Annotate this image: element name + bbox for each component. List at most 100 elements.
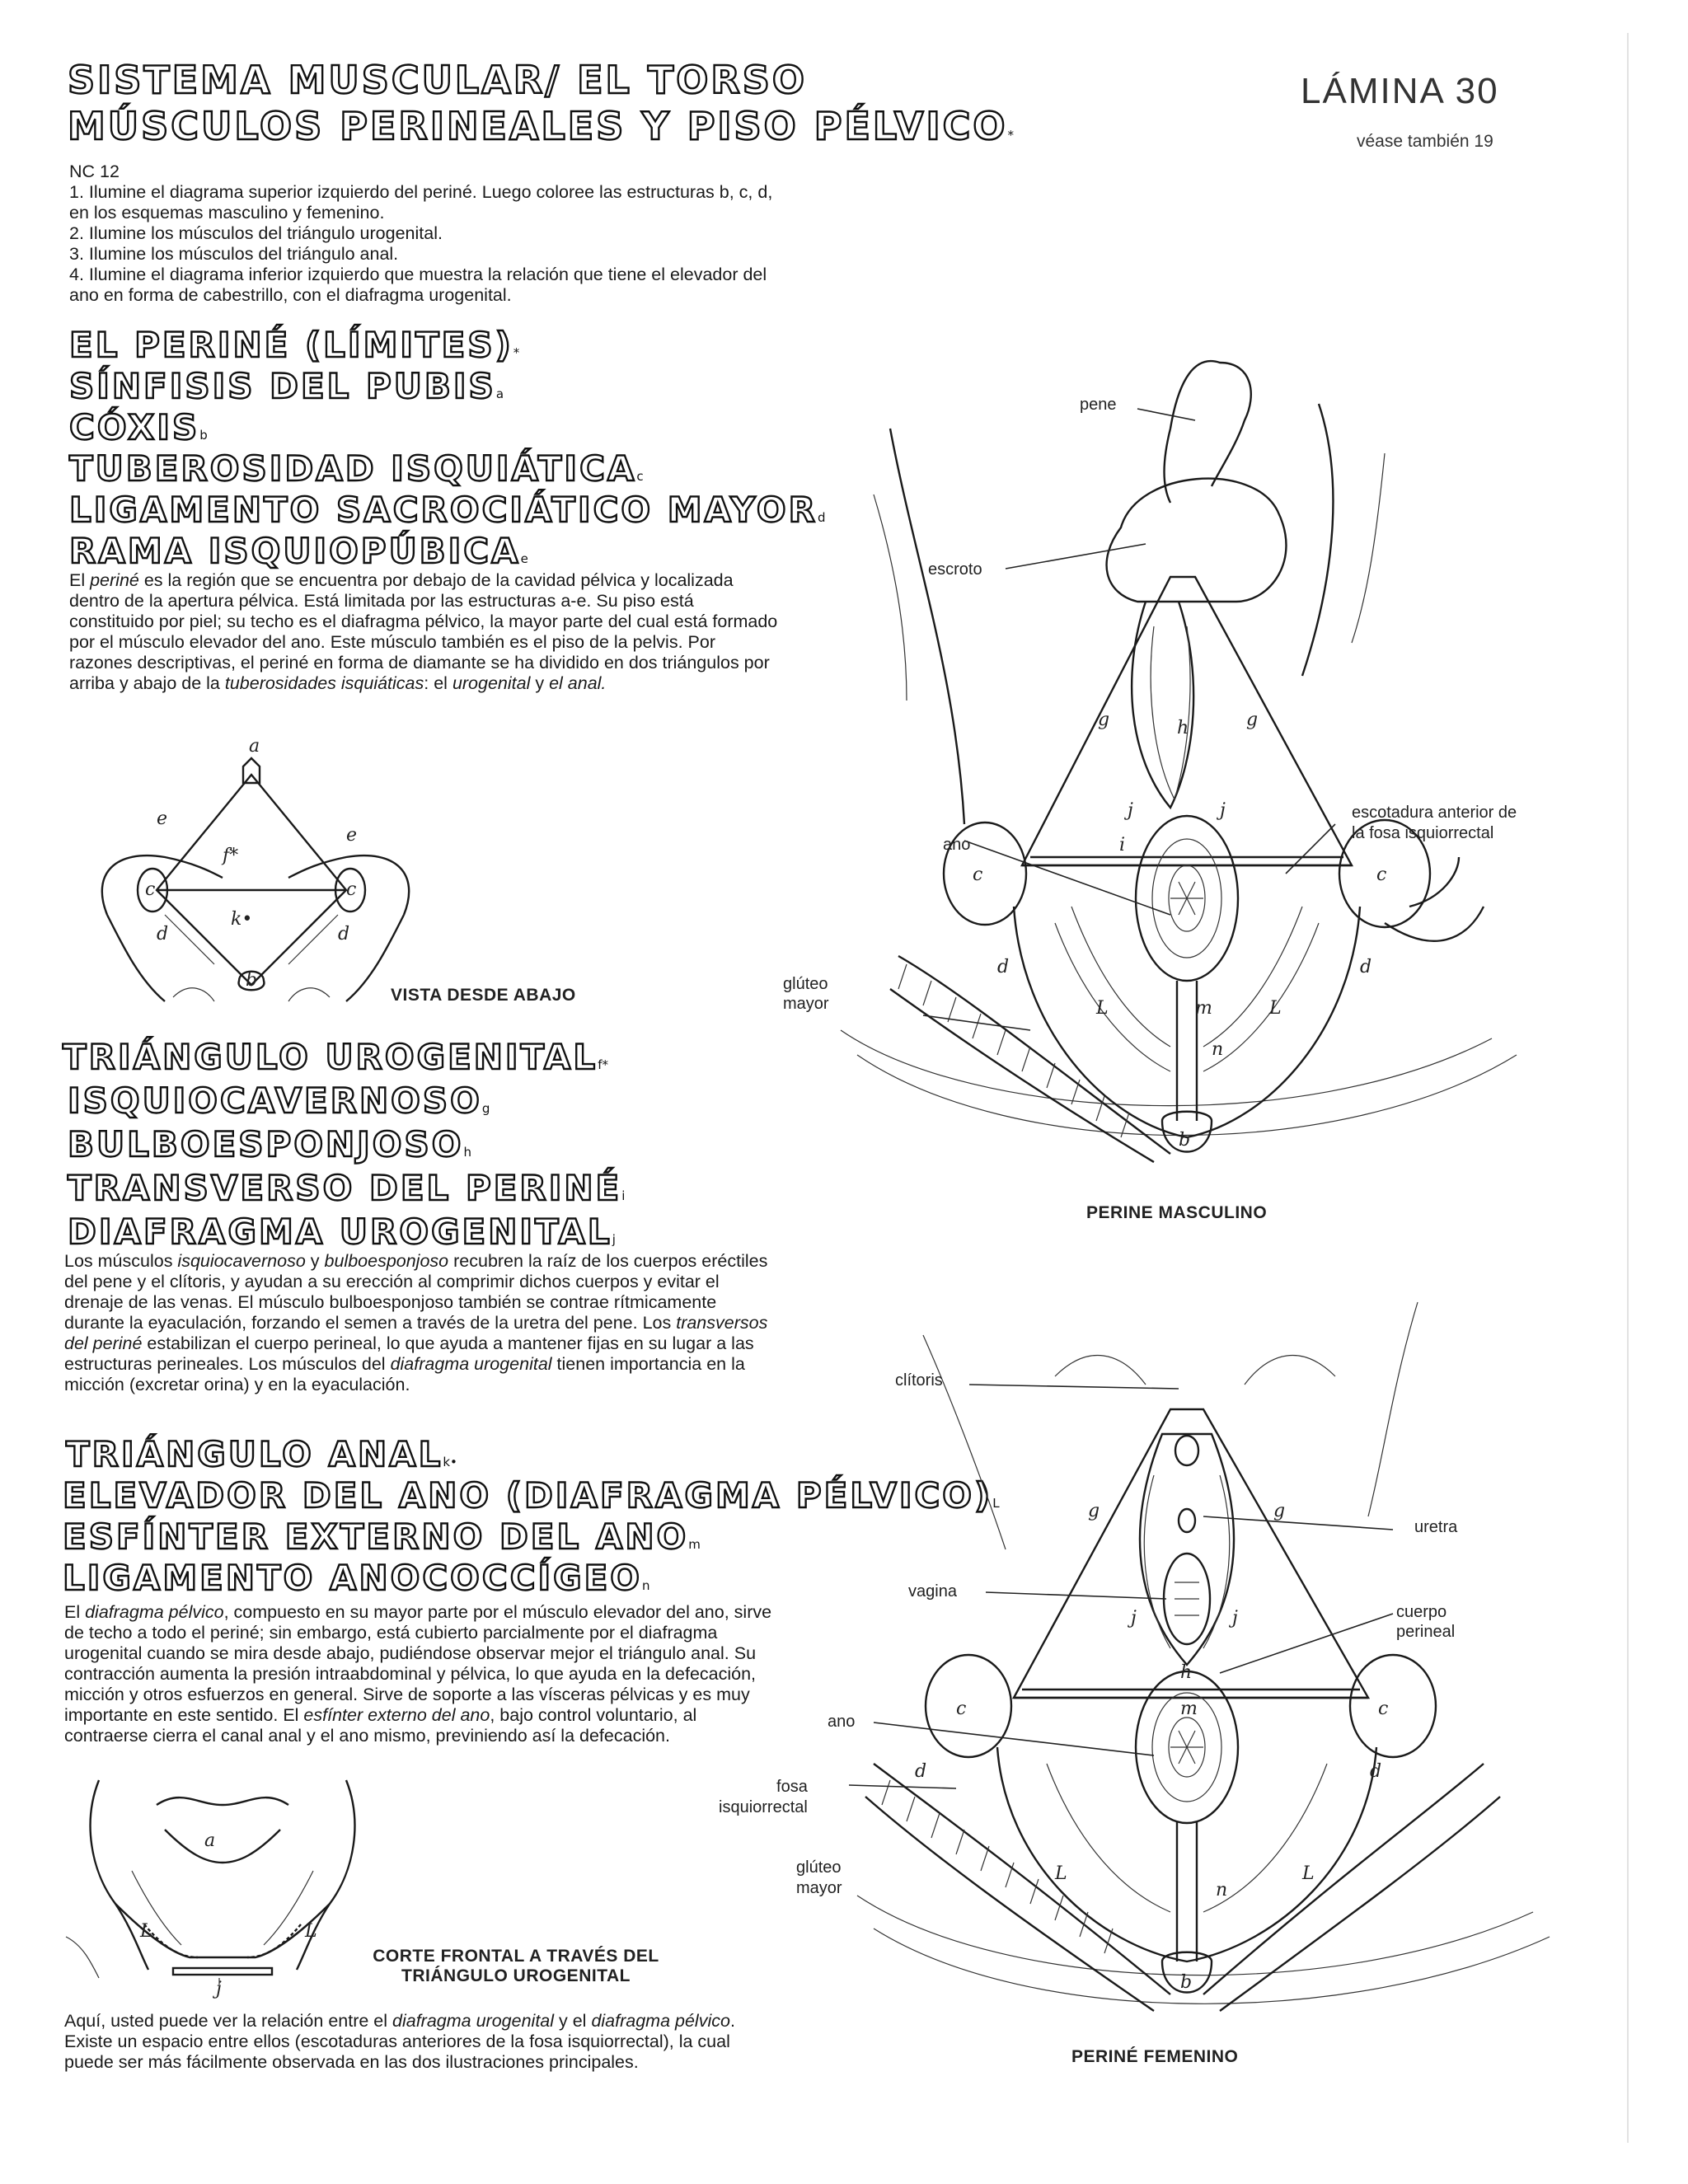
perineum-boundaries-diagram: a e e c c f* k• d d b — [101, 736, 410, 1002]
see-also: véase también 19 — [1357, 132, 1493, 151]
letter: L — [139, 1921, 152, 1942]
letter: c — [956, 1699, 966, 1719]
text-run: diafragma urogenital — [392, 2011, 555, 2031]
heading-sub: i — [621, 1188, 626, 1203]
heading-rama-isquiopubica: RAMA ISQUIOPÚBICAe — [68, 530, 826, 572]
text-run: y — [305, 1251, 325, 1271]
label-vagina: vagina — [908, 1582, 957, 1601]
heading-sub: L — [992, 1496, 1000, 1511]
heading-text: RAMA ISQUIOPÚBICA — [68, 530, 521, 572]
letter: c — [973, 865, 982, 885]
letter: L — [1301, 1863, 1315, 1884]
diagram-caption-vista: VISTA DESDE ABAJO — [391, 986, 576, 1005]
diagram-caption-corte: CORTE FRONTAL A TRAVÉS DEL TRIÁNGULO URO… — [359, 1947, 673, 1986]
heading-diafragma-urogenital: DIAFRAGMA UROGENITALj — [67, 1211, 625, 1255]
heading-sub: e — [520, 551, 528, 566]
heading-esfinter: ESFÍNTER EXTERNO DEL ANOm — [62, 1516, 1000, 1558]
page-title: SISTEMA MUSCULAR/ EL TORSO — [67, 57, 807, 103]
label-ano-male: ano — [943, 836, 971, 854]
label-line: isquiorrectal — [719, 1798, 808, 1816]
heading-sinfisis: SÍNFISIS DEL PUBISa — [68, 365, 826, 407]
anal-headings: TRIÁNGULO ANALk• ELEVADOR DEL ANO (DIAFR… — [62, 1433, 1000, 1599]
heading-sub: a — [495, 387, 504, 401]
letter: j — [1127, 1608, 1137, 1629]
caption-line: TRIÁNGULO UROGENITAL — [401, 1966, 631, 1985]
heading-sub: k• — [443, 1455, 457, 1469]
text-run: es la región que se encuentra por debajo… — [69, 570, 778, 693]
heading-text: ELEVADOR DEL ANO (DIAFRAGMA PÉLVICO) — [62, 1474, 993, 1516]
female-perineum-illustration: g g j j h c c d d m L L n b — [848, 1301, 1550, 2012]
text-run: y — [530, 673, 550, 693]
letter: b — [246, 970, 257, 991]
text-run: tienen importancia en la micción (excret… — [64, 1354, 745, 1394]
label-fosa-isquiorrectal: fosa isquiorrectal — [719, 1777, 808, 1818]
heading-sub: g — [481, 1101, 490, 1116]
label-line: mayor — [796, 1879, 842, 1897]
letter: k• — [231, 909, 252, 930]
letter: d — [997, 957, 1009, 977]
heading-bulboesponjoso: BULBOESPONJOSOh — [67, 1123, 625, 1168]
heading-text: TRIÁNGULO ANAL — [65, 1433, 443, 1475]
text-run: diafragma pélvico — [591, 2011, 730, 2031]
label-uretra: uretra — [1414, 1518, 1458, 1536]
letter: a — [249, 736, 260, 757]
letter: i — [1119, 835, 1125, 855]
label-line: glúteo — [796, 1858, 842, 1877]
letter: m — [1195, 998, 1212, 1019]
heading-sub: n — [642, 1578, 650, 1593]
heading-coxis: CÓXISb — [68, 406, 826, 448]
heading-transverso: TRANSVERSO DEL PERINÉi — [67, 1167, 626, 1212]
label-line: la fosa isquiorrectal — [1352, 824, 1494, 842]
text-run: y el — [554, 2011, 592, 2031]
text-run: esfínter externo del ano — [303, 1705, 490, 1725]
page-subtitle: MÚSCULOS PERINEALES Y PISO PÉLVICO* — [67, 103, 1014, 149]
text-run: periné — [90, 570, 139, 590]
heading-sub: m — [688, 1537, 701, 1552]
heading-text: TRANSVERSO DEL PERINÉ — [67, 1167, 622, 1209]
letter: c — [1378, 1699, 1388, 1719]
label-line: fosa — [776, 1778, 808, 1796]
heading-text: LIGAMENTO ANOCOCCÍGEO — [62, 1557, 643, 1599]
page-subtitle-mark: * — [1007, 128, 1014, 143]
letter: L — [304, 1921, 317, 1942]
frontal-section-diagram: a L L j — [65, 1779, 356, 1999]
heading-text: DIAFRAGMA UROGENITAL — [67, 1211, 612, 1253]
letter: j — [1216, 800, 1226, 821]
text-run: : el — [424, 673, 452, 693]
limits-paragraph: El periné es la región que se encuentra … — [69, 570, 778, 694]
text-run: El — [69, 570, 91, 590]
closing-paragraph: Aquí, usted puede ver la relación entre … — [64, 2011, 773, 2073]
caption-line: CORTE FRONTAL A TRAVÉS DEL — [373, 1947, 659, 1966]
heading-sub: b — [199, 428, 208, 443]
letter: g — [1246, 710, 1258, 730]
heading-triangulo-anal: TRIÁNGULO ANALk• — [65, 1433, 1000, 1475]
label-line: perineal — [1396, 1623, 1456, 1641]
heading-isquiocavernoso: ISQUIOCAVERNOSOg — [67, 1080, 625, 1124]
heading-ligamento-anococcigeo: LIGAMENTO ANOCOCCÍGEOn — [62, 1557, 1000, 1599]
heading-text: BULBOESPONJOSO — [67, 1123, 464, 1165]
letter: n — [1216, 1880, 1227, 1900]
label-pene: pene — [1080, 396, 1117, 414]
letter: e — [157, 808, 167, 829]
heading-text: LIGAMENTO SACROCIÁTICO MAYOR — [68, 489, 818, 531]
letter: a — [204, 1830, 215, 1851]
text-run: Aquí, usted puede ver la relación entre … — [64, 2011, 393, 2031]
heading-sub: f* — [598, 1057, 608, 1072]
text-run: recubren la raíz de los cuerpos eréctile… — [64, 1251, 768, 1333]
letter: h — [1180, 1662, 1192, 1683]
instruction-step-1: 1. Ilumine el diagrama superior izquierd… — [69, 182, 773, 223]
heading-sub: d — [817, 510, 826, 525]
label-gluteo-male: glúteo mayor — [783, 974, 829, 1014]
letter: g — [1088, 1501, 1100, 1521]
caption-male: PERINE MASCULINO — [1086, 1203, 1268, 1222]
heading-sub: * — [513, 345, 520, 360]
letter: c — [1376, 865, 1386, 885]
instruction-step-3: 3. Ilumine los músculos del triángulo an… — [69, 244, 399, 264]
heading-text: TUBEROSIDAD ISQUIÁTICA — [68, 448, 637, 490]
heading-text: ISQUIOCAVERNOSO — [67, 1080, 482, 1122]
letter: d — [1360, 957, 1372, 977]
letter: n — [1212, 1039, 1223, 1060]
instructions-code: NC 12 — [69, 162, 120, 181]
text-run: urogenital — [452, 673, 531, 693]
letter: j — [212, 1979, 222, 1999]
